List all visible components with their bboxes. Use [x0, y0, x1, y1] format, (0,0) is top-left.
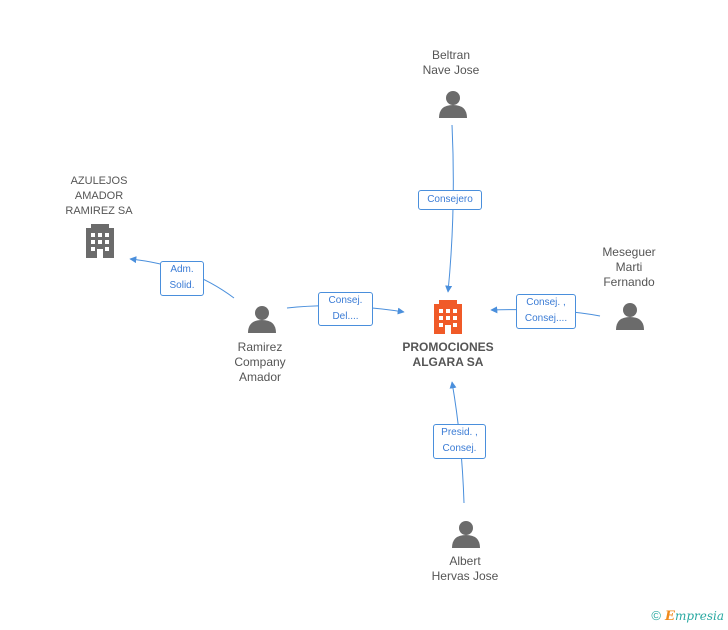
person-icon-meseguer[interactable] — [616, 303, 644, 330]
brand-logo-rest: mpresia — [674, 609, 724, 623]
person-icon-ramirez[interactable] — [248, 306, 276, 333]
role-box-albert[interactable]: Presid. , Consej. — [433, 424, 486, 459]
role-box-meseguer[interactable]: Consej. , Consej.... — [516, 294, 576, 329]
ramirez-label[interactable]: Ramirez Company Amador — [234, 340, 286, 384]
meseguer-label[interactable]: Meseguer Marti Fernando — [602, 245, 656, 289]
role-box-ramirez-azulejos[interactable]: Adm. Solid. — [160, 261, 204, 296]
main-company-label[interactable]: PROMOCIONES ALGARA SA — [402, 340, 494, 369]
brand-logo-first-letter: E — [665, 609, 675, 624]
role-box-ramirez[interactable]: Consej. Del.... — [318, 292, 373, 326]
role-box-beltran[interactable]: Consejero — [418, 190, 482, 210]
azulejos-company-label[interactable]: AZULEJOS AMADOR RAMIREZ SA — [65, 175, 133, 217]
beltran-label[interactable]: Beltran Nave Jose — [422, 48, 480, 77]
main-company-building-icon[interactable] — [434, 300, 462, 334]
person-icon-albert[interactable] — [452, 521, 480, 548]
person-icon-beltran[interactable] — [439, 91, 467, 118]
copyright-icon: © — [651, 608, 662, 623]
albert-label[interactable]: Albert Hervas Jose — [431, 554, 499, 583]
footer-brand: ©Empresia — [651, 608, 724, 624]
azulejos-building-icon[interactable] — [86, 224, 114, 258]
